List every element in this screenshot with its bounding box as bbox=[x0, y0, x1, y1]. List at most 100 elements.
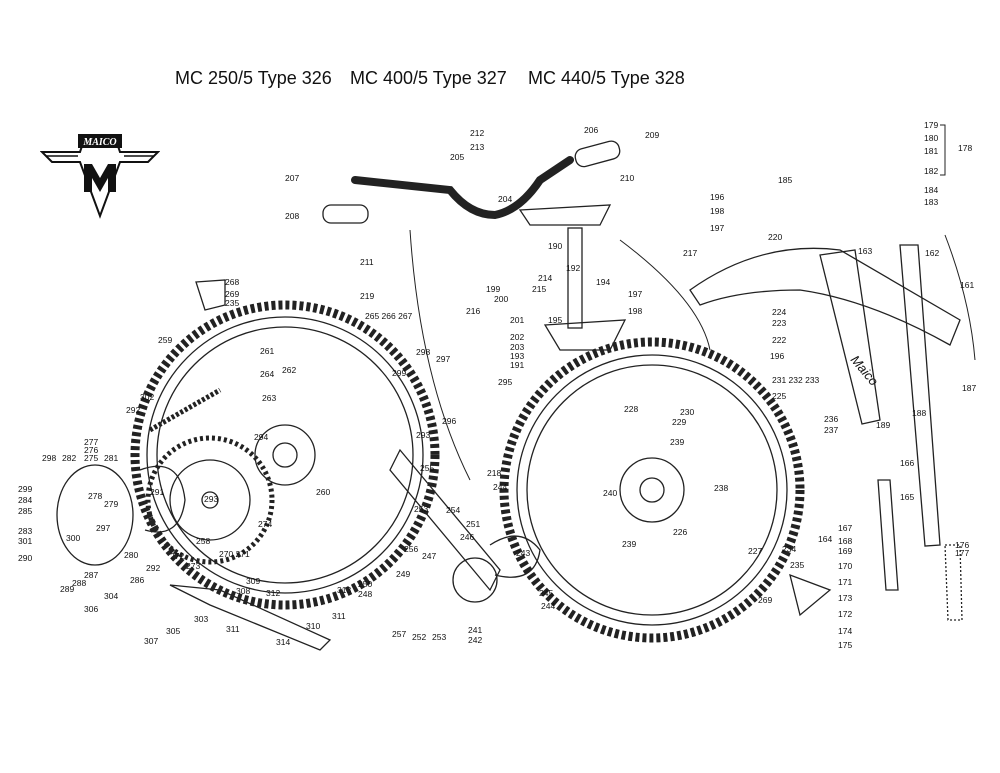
part-label-298[interactable]: 298 bbox=[416, 347, 431, 357]
part-label-311[interactable]: 311 bbox=[332, 611, 346, 621]
part-label-198[interactable]: 198 bbox=[710, 206, 725, 216]
part-label-299[interactable]: 299 bbox=[392, 368, 407, 378]
part-label-249[interactable]: 249 bbox=[396, 569, 411, 579]
part-label-246[interactable]: 246 bbox=[460, 532, 475, 542]
part-label-235[interactable]: 235 bbox=[790, 560, 805, 570]
part-label-241[interactable]: 241 bbox=[468, 625, 483, 635]
part-label-293[interactable]: 293 bbox=[204, 494, 219, 504]
part-label-196[interactable]: 196 bbox=[710, 192, 725, 202]
part-label-178[interactable]: 178 bbox=[958, 143, 973, 153]
part-label-164[interactable]: 164 bbox=[818, 534, 833, 544]
part-label-306[interactable]: 306 bbox=[84, 604, 99, 614]
part-label-294[interactable]: 294 bbox=[254, 432, 269, 442]
part-label-314[interactable]: 314 bbox=[276, 637, 291, 647]
part-label-269[interactable]: 269 bbox=[225, 289, 240, 299]
part-label-203[interactable]: 203 bbox=[510, 342, 525, 352]
part-label-163[interactable]: 163 bbox=[858, 246, 873, 256]
part-label-239[interactable]: 239 bbox=[622, 539, 637, 549]
part-label-247[interactable]: 247 bbox=[422, 551, 437, 561]
part-label-162[interactable]: 162 bbox=[925, 248, 940, 258]
part-label-174[interactable]: 174 bbox=[838, 626, 853, 636]
part-label-287[interactable]: 287 bbox=[84, 570, 99, 580]
part-label-265-266-267[interactable]: 265 266 267 bbox=[365, 311, 413, 321]
part-label-253[interactable]: 253 bbox=[414, 504, 429, 514]
part-label-220[interactable]: 220 bbox=[768, 232, 783, 242]
part-label-255[interactable]: 255 bbox=[420, 463, 435, 473]
part-label-191[interactable]: 191 bbox=[510, 360, 525, 370]
part-label-168[interactable]: 168 bbox=[838, 536, 853, 546]
part-label-264[interactable]: 264 bbox=[260, 369, 275, 379]
part-label-211[interactable]: 211 bbox=[360, 257, 374, 267]
part-label-222[interactable]: 222 bbox=[772, 335, 787, 345]
part-label-256[interactable]: 256 bbox=[404, 544, 419, 554]
part-label-200[interactable]: 200 bbox=[494, 294, 509, 304]
part-label-217[interactable]: 217 bbox=[683, 248, 698, 258]
part-label-253[interactable]: 253 bbox=[432, 632, 447, 642]
part-label-189[interactable]: 189 bbox=[876, 420, 891, 430]
part-label-304[interactable]: 304 bbox=[104, 591, 119, 601]
part-label-260[interactable]: 260 bbox=[316, 487, 331, 497]
part-label-181[interactable]: 181 bbox=[924, 146, 939, 156]
part-label-195[interactable]: 195 bbox=[548, 315, 563, 325]
part-label-198[interactable]: 198 bbox=[628, 306, 643, 316]
part-label-244[interactable]: 244 bbox=[493, 482, 508, 492]
part-label-292[interactable]: 292 bbox=[146, 563, 161, 573]
part-label-177[interactable]: 177 bbox=[955, 548, 970, 558]
part-label-204[interactable]: 204 bbox=[498, 194, 513, 204]
part-label-185[interactable]: 185 bbox=[778, 175, 793, 185]
part-label-243[interactable]: 243 bbox=[516, 548, 531, 558]
part-label-297[interactable]: 297 bbox=[96, 523, 111, 533]
part-label-169[interactable]: 169 bbox=[838, 546, 853, 556]
part-label-284[interactable]: 284 bbox=[18, 495, 33, 505]
part-label-280[interactable]: 280 bbox=[124, 550, 139, 560]
part-label-216[interactable]: 216 bbox=[466, 306, 481, 316]
part-label-229[interactable]: 229 bbox=[672, 417, 687, 427]
part-label-242[interactable]: 242 bbox=[468, 635, 483, 645]
part-label-309[interactable]: 309 bbox=[246, 576, 261, 586]
part-label-268[interactable]: 268 bbox=[225, 277, 240, 287]
part-label-300[interactable]: 300 bbox=[66, 533, 81, 543]
part-label-288[interactable]: 288 bbox=[72, 578, 87, 588]
part-label-244[interactable]: 244 bbox=[541, 601, 556, 611]
part-label-175[interactable]: 175 bbox=[838, 640, 853, 650]
part-label-259[interactable]: 259 bbox=[158, 335, 173, 345]
part-label-197[interactable]: 197 bbox=[628, 289, 643, 299]
part-label-257[interactable]: 257 bbox=[392, 629, 407, 639]
part-label-279[interactable]: 279 bbox=[104, 499, 119, 509]
part-label-282[interactable]: 282 bbox=[62, 453, 77, 463]
part-label-275[interactable]: 275 bbox=[84, 453, 99, 463]
part-label-190[interactable]: 190 bbox=[548, 241, 563, 251]
part-label-252[interactable]: 252 bbox=[412, 632, 427, 642]
part-label-254[interactable]: 254 bbox=[446, 505, 461, 515]
part-label-165[interactable]: 165 bbox=[900, 492, 915, 502]
part-label-227[interactable]: 227 bbox=[748, 546, 763, 556]
part-label-171[interactable]: 171 bbox=[838, 577, 853, 587]
part-label-274[interactable]: 274 bbox=[258, 519, 273, 529]
part-label-239[interactable]: 239 bbox=[670, 437, 685, 447]
part-label-187[interactable]: 187 bbox=[962, 383, 977, 393]
part-label-296[interactable]: 296 bbox=[442, 416, 457, 426]
part-label-290[interactable]: 290 bbox=[18, 553, 33, 563]
part-label-201[interactable]: 201 bbox=[510, 315, 525, 325]
part-label-286[interactable]: 286 bbox=[130, 575, 145, 585]
part-label-277[interactable]: 277 bbox=[84, 437, 99, 447]
part-label-179[interactable]: 179 bbox=[924, 120, 939, 130]
part-label-225[interactable]: 225 bbox=[772, 391, 787, 401]
part-label-209[interactable]: 209 bbox=[645, 130, 660, 140]
part-label-199[interactable]: 199 bbox=[486, 284, 501, 294]
part-label-196[interactable]: 196 bbox=[770, 351, 785, 361]
part-label-250[interactable]: 250 bbox=[358, 579, 373, 589]
part-label-197[interactable]: 197 bbox=[710, 223, 725, 233]
part-label-219[interactable]: 219 bbox=[360, 291, 375, 301]
part-label-258[interactable]: 258 bbox=[196, 536, 211, 546]
part-label-263[interactable]: 263 bbox=[262, 393, 277, 403]
part-label-235[interactable]: 235 bbox=[225, 298, 240, 308]
part-label-188[interactable]: 188 bbox=[912, 408, 927, 418]
part-label-182[interactable]: 182 bbox=[924, 166, 939, 176]
part-label-230[interactable]: 230 bbox=[680, 407, 695, 417]
part-label-183[interactable]: 183 bbox=[924, 197, 939, 207]
part-label-310[interactable]: 310 bbox=[306, 621, 321, 631]
part-label-208[interactable]: 208 bbox=[285, 211, 300, 221]
part-label-283[interactable]: 283 bbox=[18, 526, 33, 536]
part-label-245[interactable]: 245 bbox=[539, 588, 554, 598]
